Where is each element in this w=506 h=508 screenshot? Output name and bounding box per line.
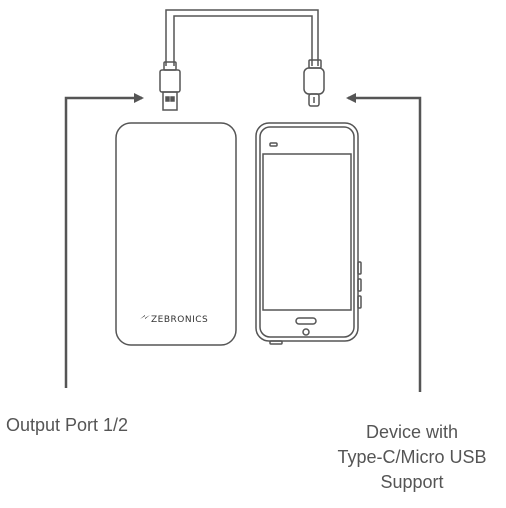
- zebronics-logo-icon: [140, 315, 150, 319]
- device-support-label: Device with Type-C/Micro USB Support: [337, 422, 487, 492]
- output-port-label: Output Port 1/2: [6, 415, 129, 435]
- arrow-right-icon: [64, 93, 144, 388]
- usb-cable: [165, 9, 319, 66]
- arrow-left-icon: [346, 93, 422, 392]
- usb-a-plug-icon: [159, 61, 181, 111]
- power-bank: ZEBRONICS: [115, 122, 237, 346]
- usb-c-plug-icon: [303, 59, 325, 107]
- brand-label: ZEBRONICS: [151, 315, 208, 325]
- smartphone: [255, 122, 362, 345]
